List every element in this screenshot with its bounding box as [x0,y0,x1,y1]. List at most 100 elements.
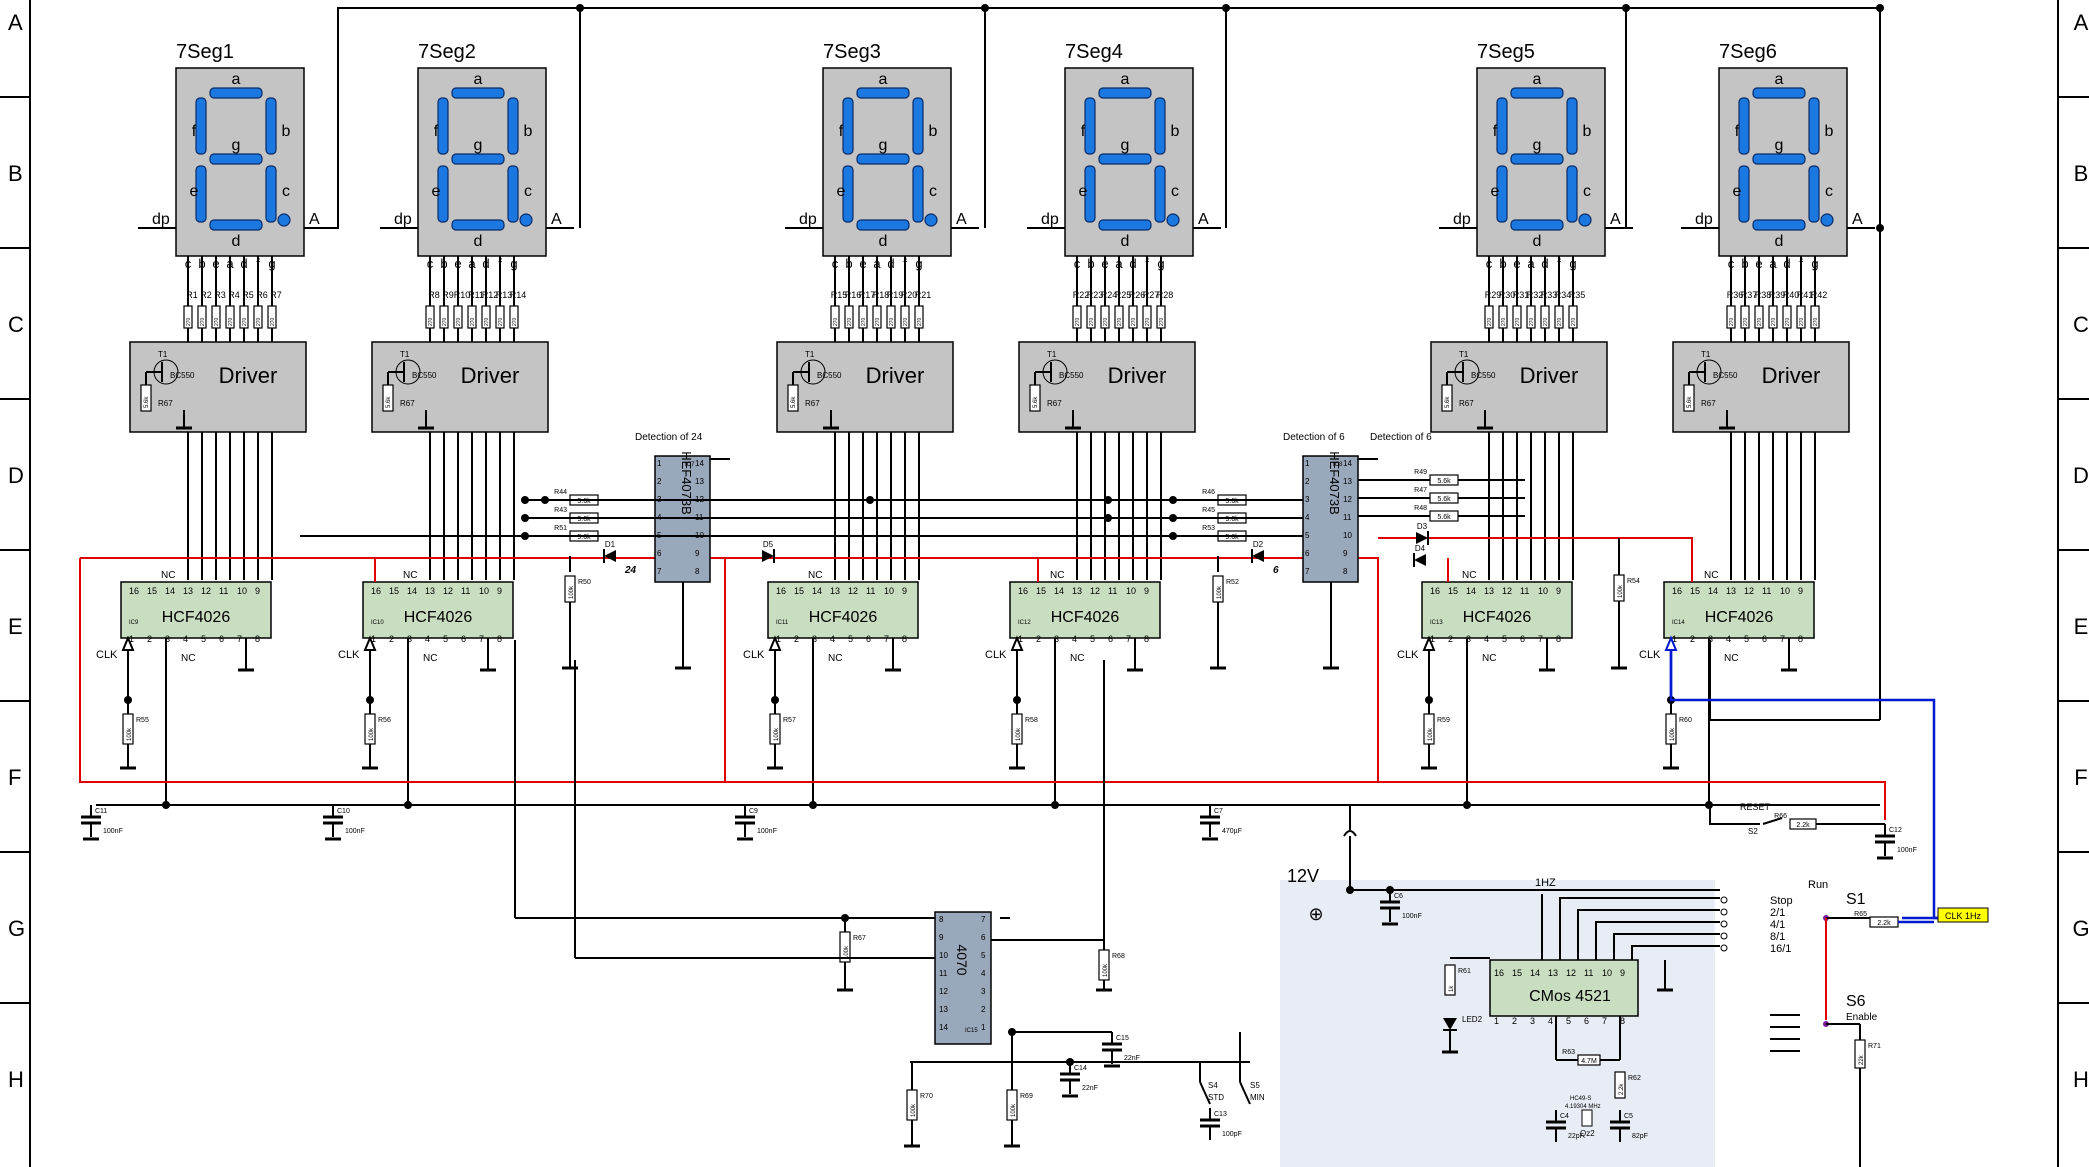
red-reset-bus [79,558,1886,820]
pin-dp-label: dp [1041,211,1059,228]
transistor-label: T1 [1459,350,1469,359]
ic-pin: 15 [1512,968,1522,978]
wire [1709,805,1760,825]
ic-pin: 13 [830,586,840,596]
nc-label: NC [403,570,417,581]
segment-label: c [1583,183,1591,200]
clk-label: CLK [985,649,1007,661]
wire [1709,640,1880,721]
resistor-label: R67 [853,935,866,942]
ic-pin: 10 [1538,586,1548,596]
ic-pin: 5 [981,951,986,960]
junction-dot [866,496,874,504]
segment [209,219,263,231]
ic-pin: 14 [939,1023,948,1032]
resistor-label: R6 [256,290,268,300]
segment [209,87,263,99]
ic-pin: 1 [776,634,781,644]
supply-label: 12V [1287,866,1319,886]
segment-label: b [1583,123,1592,140]
ic-pin: 1 [1305,459,1310,468]
ic-pin: 9 [1343,549,1348,558]
ic-pin: 15 [1036,586,1046,596]
pin-dp-label: dp [1695,211,1713,228]
segment-label: f [1735,123,1740,140]
resistor-value: 270 [1529,317,1535,326]
resistor-label: R42 [1811,290,1828,300]
ic-pin: 4 [1072,634,1077,644]
ic-pin: 10 [1343,531,1352,540]
resistor-label: R47 [1414,487,1427,494]
transistor-label: T1 [400,350,410,359]
wire [1559,897,1720,960]
transistor-type: BC550 [412,371,437,380]
nc-label: NC [808,570,822,581]
clk-label: CLK [96,649,118,661]
resistor-value: 270 [200,317,206,326]
ic-label: IC8 [1333,462,1343,468]
ic-pin: 4 [183,634,188,644]
segment-label: d [1775,233,1784,250]
resistor-value: 100k [774,727,780,741]
diode-symbol [1252,550,1264,562]
segment [437,165,449,223]
display-title: 7Seg4 [1065,41,1123,63]
ic-label: IC9 [129,620,139,626]
resistor-label: R17 [859,290,876,300]
segment-label: a [1775,71,1784,88]
segment [856,87,910,99]
capacitor-value: 470µF [1222,828,1242,835]
segment [1752,219,1806,231]
resistor-value: 5.6k [577,534,591,541]
transistor-label: T1 [158,350,168,359]
resistor-label: R38 [1755,290,1772,300]
ic-pin: 5 [201,634,206,644]
resistor-label: R16 [845,290,862,300]
display-title: 7Seg5 [1477,41,1535,63]
transistor-type: BC550 [1059,371,1084,380]
resistor-label: R56 [378,717,391,724]
wire [1239,1081,1251,1105]
capacitor-value: 82pF [1632,1133,1648,1140]
ic-pin: 15 [794,586,804,596]
segment-label: e [1079,183,1088,200]
ic-label: IC15 [965,1028,978,1034]
resistor-label: R15 [831,290,848,300]
resistor-value: 270 [442,317,448,326]
capacitor-value: 100nF [103,828,123,835]
ic-pin: 7 [1780,634,1785,644]
nc-label: NC [161,570,175,581]
capacitor-value: 100nF [1897,847,1917,854]
resistor-label: R67 [400,399,415,408]
resistor-value: 100k [1103,963,1109,977]
ic-pin: 8 [1798,634,1803,644]
resistor-label: R67 [1047,399,1062,408]
crystal-model: HC49-S [1570,1096,1591,1102]
segment-label: e [432,183,441,200]
ic-pin: 1 [1672,634,1677,644]
resistor-label: R3 [214,290,226,300]
ic-pin: 7 [1602,1016,1607,1026]
pin-dp-label: dp [799,211,817,228]
diode-symbol [1416,532,1428,544]
counter-label: HCF4026 [162,609,231,626]
s1-option: Stop [1770,895,1793,907]
segment-dp [519,213,533,227]
segment-label: e [190,183,199,200]
resistor-label: R67 [1459,399,1474,408]
ic-pin: 13 [1548,968,1558,978]
capacitor-value: 100pF [1222,1131,1242,1138]
resistor-value: 270 [1757,317,1763,326]
segment-label: c [1171,183,1179,200]
driver-block [129,341,307,433]
resistor-value: 100k [369,727,375,741]
clk-label: CLK [1639,649,1661,661]
ic-pin: 13 [425,586,435,596]
row-label: H [2073,1067,2089,1092]
nc-label: NC [828,653,842,664]
segment-label: c [524,183,532,200]
row-label: D [8,463,24,488]
row-label: F [2074,765,2087,790]
